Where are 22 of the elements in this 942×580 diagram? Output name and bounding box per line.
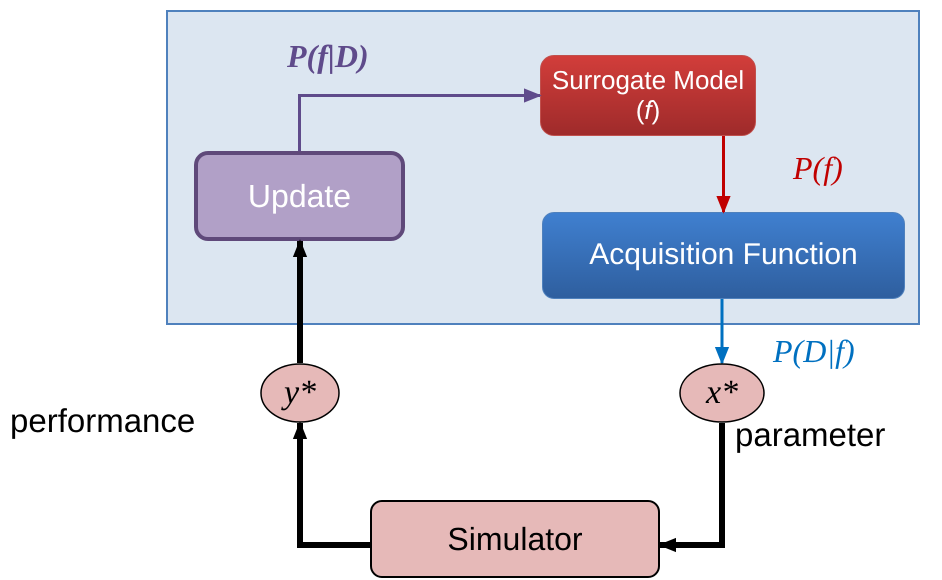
edge-label: P(D|f) [773,333,855,370]
process-box [370,500,660,578]
box-label: Acquisition Function [589,238,858,273]
process-box [540,55,756,136]
arrow [292,421,370,548]
process-box [194,151,405,241]
system-panel [166,10,920,325]
variable-label: y* [284,373,316,413]
arrow [298,88,542,151]
arrow [716,136,731,214]
arrow [714,299,730,365]
arrow [658,423,725,552]
box-label: Update [248,178,352,214]
variable-label: x* [706,373,738,413]
box-label: Simulator [447,520,583,558]
arrow [292,239,308,363]
node-caption: performance [10,402,196,440]
edge-label: P(f|D) [287,38,369,75]
edge-label: P(f) [793,150,843,187]
process-box [542,212,905,299]
box-label: Surrogate Model (f) [550,66,746,126]
node-caption: parameter [735,416,886,454]
